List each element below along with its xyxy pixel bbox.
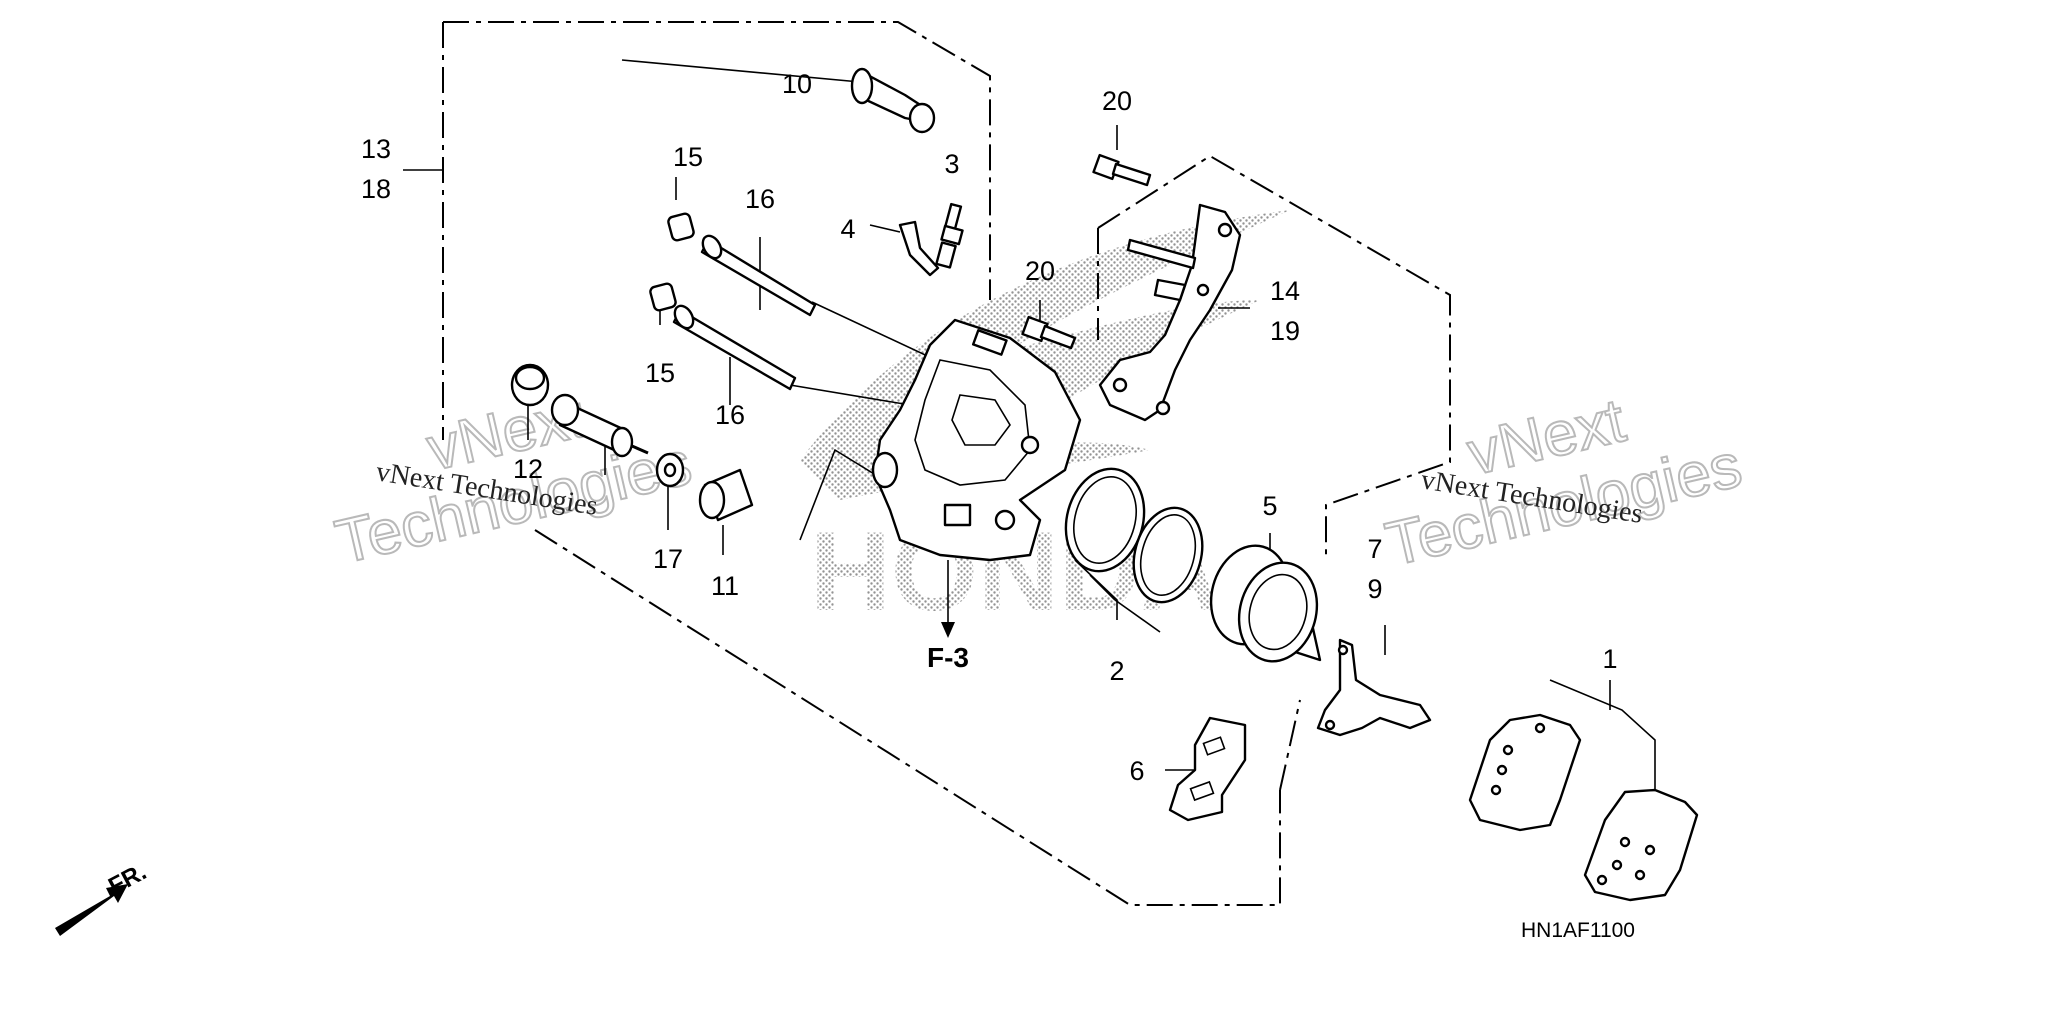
callout-12: 12	[513, 454, 543, 484]
part-7-pad-retainer	[1316, 638, 1432, 737]
callout-9: 9	[1367, 574, 1382, 604]
front-direction-arrow: FR.	[55, 858, 151, 936]
callout-10: 10	[782, 69, 812, 99]
callout-18: 18	[361, 174, 391, 204]
part-11-bushing	[698, 468, 754, 522]
diagram-code: HN1AF1100	[1521, 919, 1635, 942]
part-1-pad-rear	[1583, 788, 1699, 902]
part-20-bolt-lower	[1021, 315, 1077, 350]
callout-1: 1	[1602, 644, 1617, 674]
callout-labels: 1 2 3 4 5 6 7 9 10 11 12 13 14 15 15 16 …	[361, 69, 1618, 786]
callout-17: 17	[653, 544, 683, 574]
callout-19: 19	[1270, 316, 1300, 346]
callout-16-lower: 16	[715, 400, 745, 430]
part-16-pin-upper	[700, 234, 817, 317]
callout-20-lower: 20	[1025, 256, 1055, 286]
part-6-pad-spring	[1168, 716, 1247, 822]
callout-2: 2	[1109, 656, 1124, 686]
part-20-bolt-upper	[1092, 153, 1152, 187]
callout-5: 5	[1262, 491, 1277, 521]
section-reference: F-3	[927, 642, 969, 673]
bracket-assembly-boundary	[1097, 154, 1451, 560]
part-3-bleeder-screw	[935, 202, 964, 269]
part-4-bleeder-cap	[898, 220, 940, 277]
caliper-assembly-boundary	[442, 21, 1301, 906]
part-15-cap-lower	[649, 282, 677, 312]
callout-4: 4	[840, 214, 855, 244]
part-5-piston	[1209, 544, 1322, 663]
part-10-pin-boot	[850, 67, 936, 134]
callout-7: 7	[1367, 534, 1382, 564]
part-1-pad-front	[1468, 713, 1582, 832]
part-14-caliper-bracket	[1098, 203, 1242, 422]
callout-16-upper: 16	[745, 184, 775, 214]
part-12-plug	[510, 363, 550, 407]
part-17-washer	[655, 452, 685, 488]
callout-20-upper: 20	[1102, 86, 1132, 116]
caliper-body	[871, 318, 1082, 562]
callout-15-lower: 15	[645, 358, 675, 388]
front-arrow-icon	[55, 884, 128, 936]
callout-15-upper: 15	[673, 142, 703, 172]
section-arrow-head	[941, 622, 955, 638]
part-15-cap-upper	[667, 212, 695, 242]
part-2-piston-seals	[1064, 467, 1204, 604]
outline-watermark-left: vNext Technologies	[328, 381, 698, 579]
callout-6: 6	[1129, 756, 1144, 786]
callout-13: 13	[361, 134, 391, 164]
callout-14: 14	[1270, 276, 1300, 306]
callout-3: 3	[944, 149, 959, 179]
callout-11: 11	[711, 571, 739, 601]
part-sleeve	[550, 393, 649, 458]
part-16-pin-lower	[672, 304, 797, 391]
